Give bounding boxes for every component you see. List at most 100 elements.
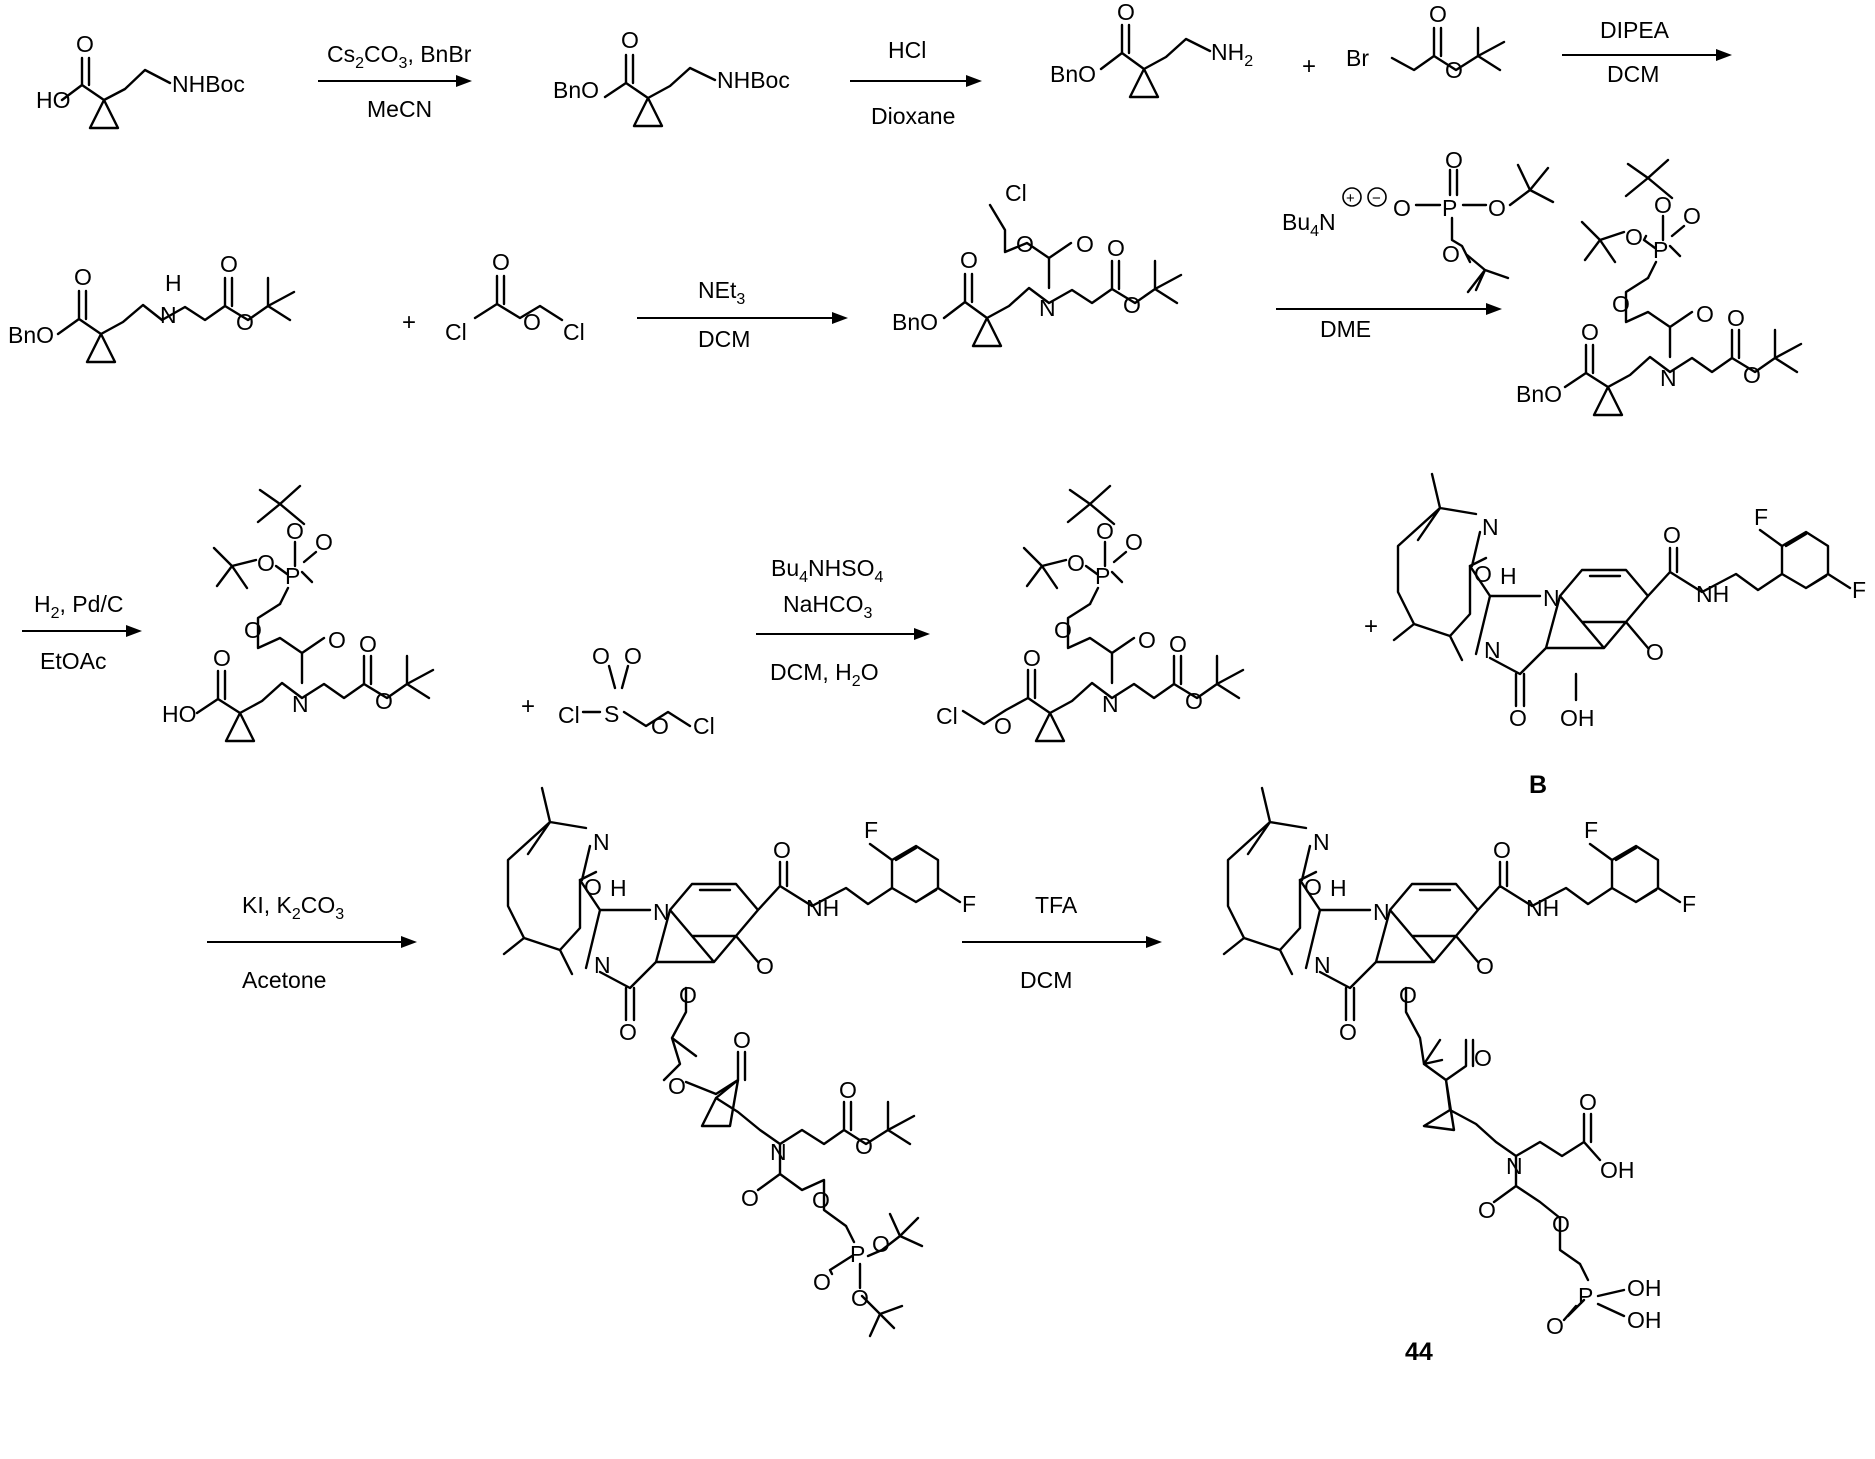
atom-label: N bbox=[1373, 899, 1390, 925]
condition-text: MeCN bbox=[367, 96, 432, 122]
condition-text: Dioxane bbox=[871, 103, 955, 129]
atom-label: N bbox=[1314, 952, 1331, 978]
condition-text: KI, K2CO3 bbox=[242, 892, 344, 923]
compound-44: N O H N N O O O O NH F F O N O OH O O P … bbox=[1224, 788, 1696, 1366]
atom-label: F bbox=[1682, 891, 1696, 917]
atom-label: P bbox=[1578, 1283, 1593, 1309]
atom-label: O bbox=[812, 1187, 830, 1213]
atom-label: N bbox=[1484, 637, 1501, 663]
atom-label: O bbox=[523, 309, 541, 335]
atom-label: O bbox=[994, 713, 1012, 739]
atom-label: BnO bbox=[8, 322, 54, 348]
atom-label: BnO bbox=[553, 77, 599, 103]
compound-chloromethyl-chlorosulfate: Cl S O O O Cl bbox=[558, 643, 715, 739]
atom-label: O bbox=[1474, 1045, 1492, 1071]
atom-label: O bbox=[1625, 224, 1643, 250]
atom-label: O bbox=[1138, 627, 1156, 653]
atom-label: O bbox=[1096, 518, 1114, 544]
atom-label: O bbox=[1581, 319, 1599, 345]
atom-label: HO bbox=[162, 701, 197, 727]
atom-label: N bbox=[1543, 585, 1560, 611]
atom-label: P bbox=[1095, 563, 1110, 589]
atom-label: OH bbox=[1560, 705, 1595, 731]
atom-label: N bbox=[770, 1139, 787, 1165]
atom-label: O bbox=[1393, 195, 1411, 221]
atom-label: Cl bbox=[558, 702, 580, 728]
atom-label: H bbox=[610, 875, 627, 901]
atom-label: Br bbox=[1346, 45, 1369, 71]
atom-label: O bbox=[592, 643, 610, 669]
atom-label: O bbox=[1509, 705, 1527, 731]
atom-label: O bbox=[1445, 57, 1463, 83]
atom-label: N bbox=[653, 899, 670, 925]
reaction-arrow-4: NEt3 DCM bbox=[637, 277, 848, 352]
svg-text:+: + bbox=[1346, 190, 1355, 207]
atom-label: BnO bbox=[1050, 61, 1096, 87]
condition-text: Bu4NHSO4 bbox=[771, 555, 884, 586]
atom-label: O bbox=[1125, 529, 1143, 555]
atom-label: O bbox=[1493, 837, 1511, 863]
atom-label: O bbox=[1169, 631, 1187, 657]
condition-text: HCl bbox=[888, 37, 926, 63]
atom-label: O bbox=[584, 874, 602, 900]
atom-label: S bbox=[604, 701, 619, 727]
plus-sign: + bbox=[402, 309, 416, 336]
reaction-arrow-5: DME bbox=[1276, 303, 1502, 342]
compound-protected-prodrug: N O H N N O O O O NH F F O O N O O O O P… bbox=[504, 788, 976, 1336]
atom-label: N bbox=[1102, 691, 1119, 717]
atom-label: O bbox=[1579, 1089, 1597, 1115]
compound-chloromethyl-ester: Cl O O O N O O O P O O O bbox=[936, 486, 1243, 741]
atom-label: O bbox=[236, 309, 254, 335]
atom-label: O bbox=[1546, 1313, 1564, 1339]
atom-label: O bbox=[1743, 362, 1761, 388]
plus-sign: + bbox=[521, 693, 535, 720]
reaction-arrow-1: Cs2CO3, BnBr MeCN bbox=[318, 41, 472, 122]
compound-acid-nhboc: HO O NHBoc bbox=[36, 31, 245, 128]
atom-label: O bbox=[1612, 291, 1630, 317]
atom-label: O bbox=[1185, 688, 1203, 714]
atom-label: O bbox=[1683, 203, 1701, 229]
atom-label: O bbox=[1654, 192, 1672, 218]
atom-label: O bbox=[1107, 235, 1125, 261]
atom-label: BnO bbox=[1516, 381, 1562, 407]
atom-label: NH bbox=[1526, 895, 1559, 921]
reaction-arrow-6: H2, Pd/C EtOAc bbox=[22, 591, 142, 674]
atom-label: N bbox=[1482, 514, 1499, 540]
atom-label: O bbox=[960, 247, 978, 273]
atom-label: Cl bbox=[445, 319, 467, 345]
atom-label: O bbox=[492, 249, 510, 275]
atom-label: O bbox=[213, 645, 231, 671]
atom-label: P bbox=[1442, 195, 1457, 221]
atom-label: OH bbox=[1627, 1275, 1662, 1301]
atom-label: O bbox=[1478, 1197, 1496, 1223]
atom-label: N bbox=[594, 952, 611, 978]
atom-label: O bbox=[1727, 305, 1745, 331]
atom-label: O bbox=[1117, 0, 1135, 25]
compound-chloromethyl-carbamate: BnO O O O N O O Cl bbox=[892, 180, 1181, 346]
condition-text: DIPEA bbox=[1600, 17, 1670, 43]
atom-label: P bbox=[850, 1241, 865, 1267]
condition-text: TFA bbox=[1035, 892, 1078, 918]
compound-label-44: 44 bbox=[1405, 1338, 1433, 1366]
atom-label: HO bbox=[36, 87, 71, 113]
atom-label: O bbox=[1339, 1019, 1357, 1045]
condition-text: Acetone bbox=[242, 967, 326, 993]
atom-label: O bbox=[872, 1231, 890, 1257]
reaction-arrow-7: Bu4NHSO4 NaHCO3 DCM, H2O bbox=[756, 555, 930, 690]
atom-label: O bbox=[328, 627, 346, 653]
atom-label: O bbox=[315, 529, 333, 555]
compound-label-B: B bbox=[1529, 771, 1547, 799]
atom-label: OH bbox=[1627, 1307, 1662, 1333]
atom-label: Bu4N bbox=[1282, 209, 1336, 240]
atom-label: H bbox=[1330, 875, 1347, 901]
atom-label: NHBoc bbox=[172, 71, 245, 97]
compound-B: N O H N N O OH O O NH F F B bbox=[1394, 474, 1866, 799]
atom-label: O bbox=[855, 1133, 873, 1159]
atom-label: O bbox=[1646, 639, 1664, 665]
condition-text: DCM bbox=[698, 326, 750, 352]
compound-amine: BnO O NH2 bbox=[1050, 0, 1253, 97]
atom-label: OH bbox=[1600, 1157, 1635, 1183]
atom-label: O bbox=[624, 643, 642, 669]
atom-label: Cl bbox=[563, 319, 585, 345]
condition-text: DCM, H2O bbox=[770, 659, 879, 690]
